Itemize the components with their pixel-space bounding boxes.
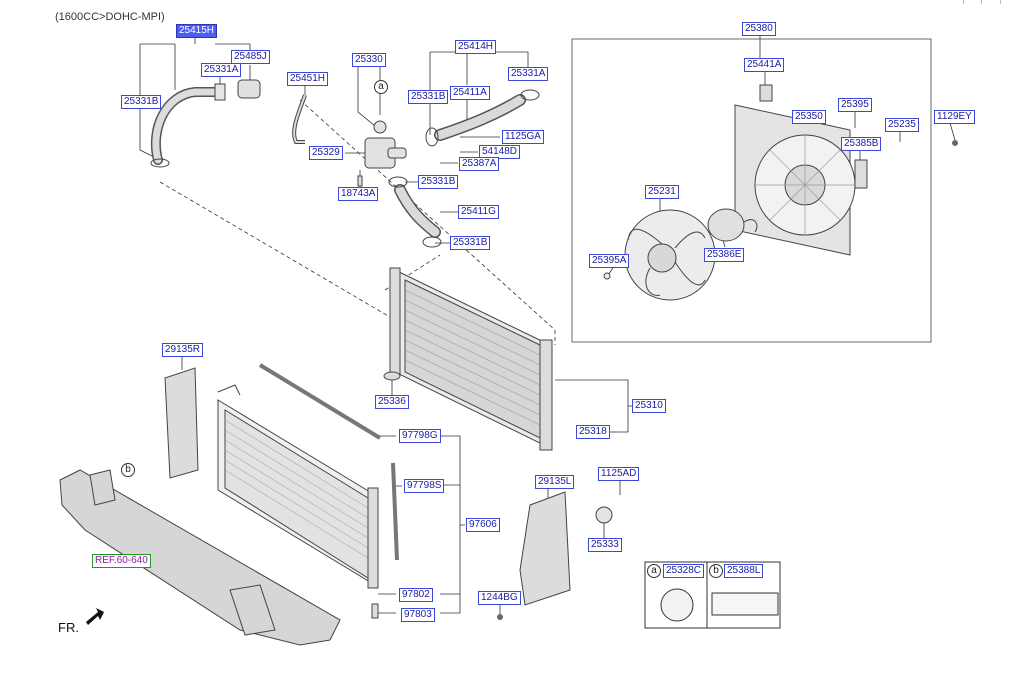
part-label-97798S[interactable]: 97798S: [404, 479, 445, 493]
part-label-25395A[interactable]: 25395A: [589, 254, 630, 268]
part-label-1125AD[interactable]: 1125AD: [598, 467, 640, 481]
part-label-25380[interactable]: 25380: [742, 22, 776, 36]
part-label-25330[interactable]: 25330: [352, 53, 386, 67]
part-label-25331B[interactable]: 25331B: [418, 175, 459, 189]
part-label-18743A[interactable]: 18743A: [338, 187, 379, 201]
part-label-25411G[interactable]: 25411G: [458, 205, 499, 219]
part-label-25350[interactable]: 25350: [792, 110, 826, 124]
part-label-25329[interactable]: 25329: [309, 146, 343, 160]
part-label-1244BG[interactable]: 1244BG: [478, 591, 521, 605]
legend-callout-a: a: [647, 564, 661, 578]
part-label-25385B[interactable]: 25385B: [841, 137, 882, 151]
corner-tick: [1000, 0, 1001, 4]
part-label-25485J[interactable]: 25485J: [231, 50, 270, 64]
part-label-25411A[interactable]: 25411A: [450, 86, 490, 100]
part-label-25333[interactable]: 25333: [588, 538, 622, 552]
callout-a: a: [374, 80, 388, 94]
legend-callout-b: b: [709, 564, 723, 578]
part-label-25451H[interactable]: 25451H: [287, 72, 329, 86]
part-label-25231[interactable]: 25231: [645, 185, 679, 199]
part-label-25331A[interactable]: 25331A: [508, 67, 549, 81]
part-label-1125GA[interactable]: 1125GA: [502, 130, 544, 144]
part-label-25328C[interactable]: 25328C: [663, 564, 705, 578]
part-label-25235[interactable]: 25235: [885, 118, 919, 132]
part-label-25331A[interactable]: 25331A: [201, 63, 242, 77]
front-direction-label: FR.: [58, 620, 79, 635]
callout-b: b: [121, 463, 135, 477]
part-label-97606[interactable]: 97606: [466, 518, 500, 532]
part-label-29135L[interactable]: 29135L: [535, 475, 575, 489]
part-label-29135R[interactable]: 29135R: [162, 343, 204, 357]
corner-tick: [963, 0, 964, 4]
part-label-25310[interactable]: 25310: [632, 399, 666, 413]
part-label-25331B[interactable]: 25331B: [450, 236, 491, 250]
engine-spec-note: (1600CC>DOHC-MPI): [55, 11, 165, 23]
reference-link[interactable]: REF.60-640: [92, 554, 151, 568]
part-label-25414H[interactable]: 25414H: [455, 40, 497, 54]
part-label-25318[interactable]: 25318: [576, 425, 610, 439]
part-label-54148D[interactable]: 54148D: [479, 145, 521, 159]
part-label-25331B[interactable]: 25331B: [408, 90, 449, 104]
part-label-25388L[interactable]: 25388L: [724, 564, 764, 578]
part-label-97802[interactable]: 97802: [399, 588, 433, 602]
part-label-25336[interactable]: 25336: [375, 395, 409, 409]
part-label-25415H[interactable]: 25415H: [176, 24, 218, 38]
part-label-1129EY[interactable]: 1129EY: [934, 110, 975, 124]
part-label-25387A[interactable]: 25387A: [459, 157, 500, 171]
part-label-97803[interactable]: 97803: [401, 608, 435, 622]
part-label-25331B[interactable]: 25331B: [121, 95, 162, 109]
corner-tick: [981, 0, 982, 4]
part-label-25441A[interactable]: 25441A: [744, 58, 785, 72]
part-label-25395[interactable]: 25395: [838, 98, 872, 112]
part-label-97798G[interactable]: 97798G: [399, 429, 441, 443]
part-label-25386E[interactable]: 25386E: [704, 248, 745, 262]
